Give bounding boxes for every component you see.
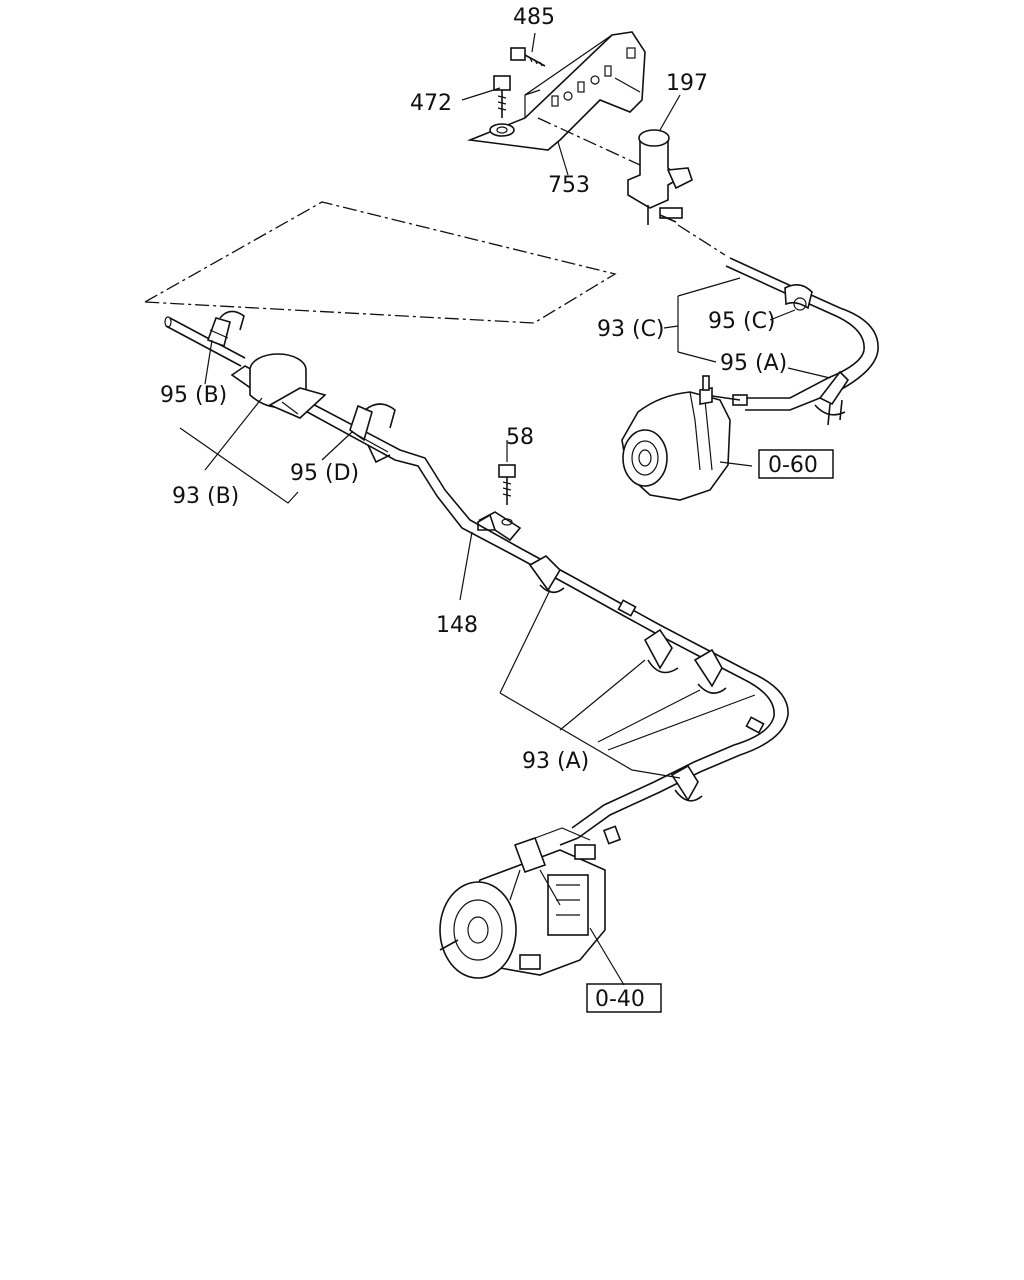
callout-93c[interactable]: 93 (C) (597, 317, 665, 342)
callout-93a[interactable]: 93 (A) (522, 749, 589, 774)
callout-95c[interactable]: 95 (C) (708, 309, 776, 334)
clip-93a-1 (528, 555, 565, 594)
clip-95a (814, 370, 850, 426)
callout-753[interactable]: 753 (548, 173, 590, 198)
leader-lines (179, 32, 831, 986)
clip-93a-2 (643, 628, 679, 674)
bolt-485 (510, 47, 546, 67)
ref-0-40[interactable]: 0-40 (595, 987, 645, 1012)
ref-box-0-60[interactable] (758, 449, 834, 479)
vacuum-pump (621, 375, 741, 501)
hose-93b (164, 316, 446, 497)
clip-95d (349, 403, 396, 464)
callout-95b[interactable]: 95 (B) (160, 383, 227, 408)
bolt-472 (489, 75, 515, 137)
callout-58[interactable]: 58 (506, 425, 534, 450)
hose-93a (436, 489, 789, 839)
callout-148[interactable]: 148 (436, 613, 478, 638)
callout-197[interactable]: 197 (666, 71, 708, 96)
injection-pump (439, 825, 622, 979)
hose-93c (725, 257, 879, 411)
fuel-filter (230, 353, 327, 419)
clip-95b (206, 310, 245, 348)
callout-95d[interactable]: 95 (D) (290, 461, 359, 486)
clip-93a-4 (670, 764, 703, 802)
assembly-outline (142, 201, 617, 324)
ref-box-0-40[interactable] (586, 983, 662, 1013)
bracket-753 (466, 31, 646, 151)
mount-leader (537, 117, 641, 166)
callout-485[interactable]: 485 (513, 5, 555, 30)
clip-93a-3 (693, 648, 727, 694)
hose-link-dash (677, 224, 726, 256)
callout-95a[interactable]: 95 (A) (720, 351, 787, 376)
clip-95c (784, 284, 813, 311)
callout-472[interactable]: 472 (410, 91, 452, 116)
valve-197 (627, 129, 693, 225)
ref-0-60[interactable]: 0-60 (768, 453, 818, 478)
bolt-58 (498, 464, 516, 505)
callout-93b[interactable]: 93 (B) (172, 484, 239, 509)
